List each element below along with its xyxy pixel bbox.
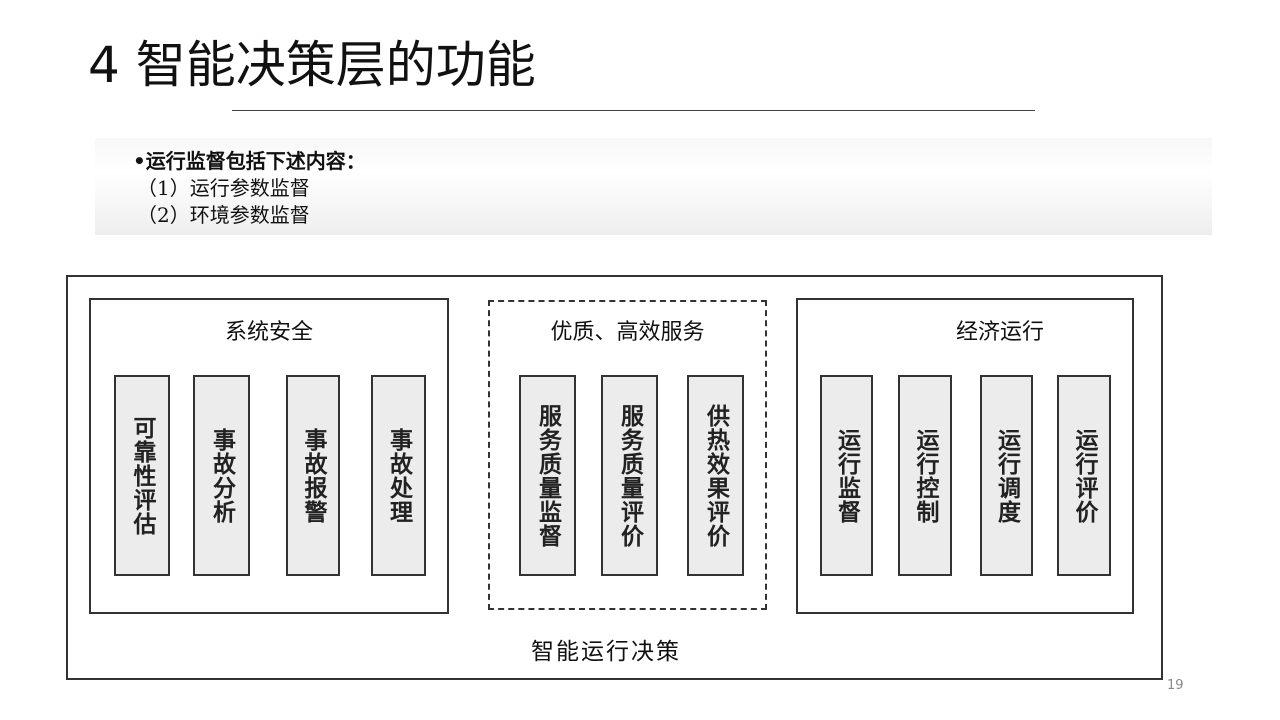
item-label: 服务质量监督 [534,403,561,548]
item-box: 供热效果评价 [687,375,744,576]
diagram-root-label: 智能运行决策 [531,639,681,665]
group-title: 优质、高效服务 [550,320,705,345]
item-box: 事故处理 [371,375,426,576]
slide-title: 4 智能决策层的功能 [88,36,536,94]
item-box: 可靠性评估 [114,375,170,576]
item-label: 运行监督 [833,427,860,524]
group-quality-service [488,300,767,610]
diagram-outer-box [66,275,1163,680]
item-box: 运行调度 [980,375,1033,576]
item-label: 可靠性评估 [129,415,155,536]
item-box: 运行控制 [898,375,952,576]
bullet-item: （1）运行参数监督 [137,176,310,200]
bullet-item: （2）环境参数监督 [137,203,310,227]
item-label: 运行控制 [912,427,938,524]
group-system-safety [89,298,449,614]
item-box: 服务质量评价 [601,375,658,576]
item-label: 事故分析 [208,427,235,524]
bullet-box: •运行监督包括下述内容： （1）运行参数监督 （2）环境参数监督 [95,138,1212,235]
item-box: 运行监督 [820,375,873,576]
group-title: 经济运行 [955,320,1044,345]
item-label: 服务质量评价 [616,403,643,548]
item-label: 事故处理 [385,427,412,524]
item-label: 运行调度 [993,427,1020,524]
item-label: 运行评价 [1071,427,1097,524]
item-box: 服务质量监督 [519,375,576,576]
title-divider [232,110,1035,111]
item-label: 事故报警 [300,427,326,524]
item-label: 供热效果评价 [702,403,729,548]
page-number: 19 [1167,678,1184,693]
item-box: 事故报警 [286,375,340,576]
bullet-heading: •运行监督包括下述内容： [133,149,366,173]
item-box: 运行评价 [1057,375,1111,576]
group-title: 系统安全 [224,320,313,345]
item-box: 事故分析 [193,375,250,576]
group-economic-operation [796,298,1134,614]
